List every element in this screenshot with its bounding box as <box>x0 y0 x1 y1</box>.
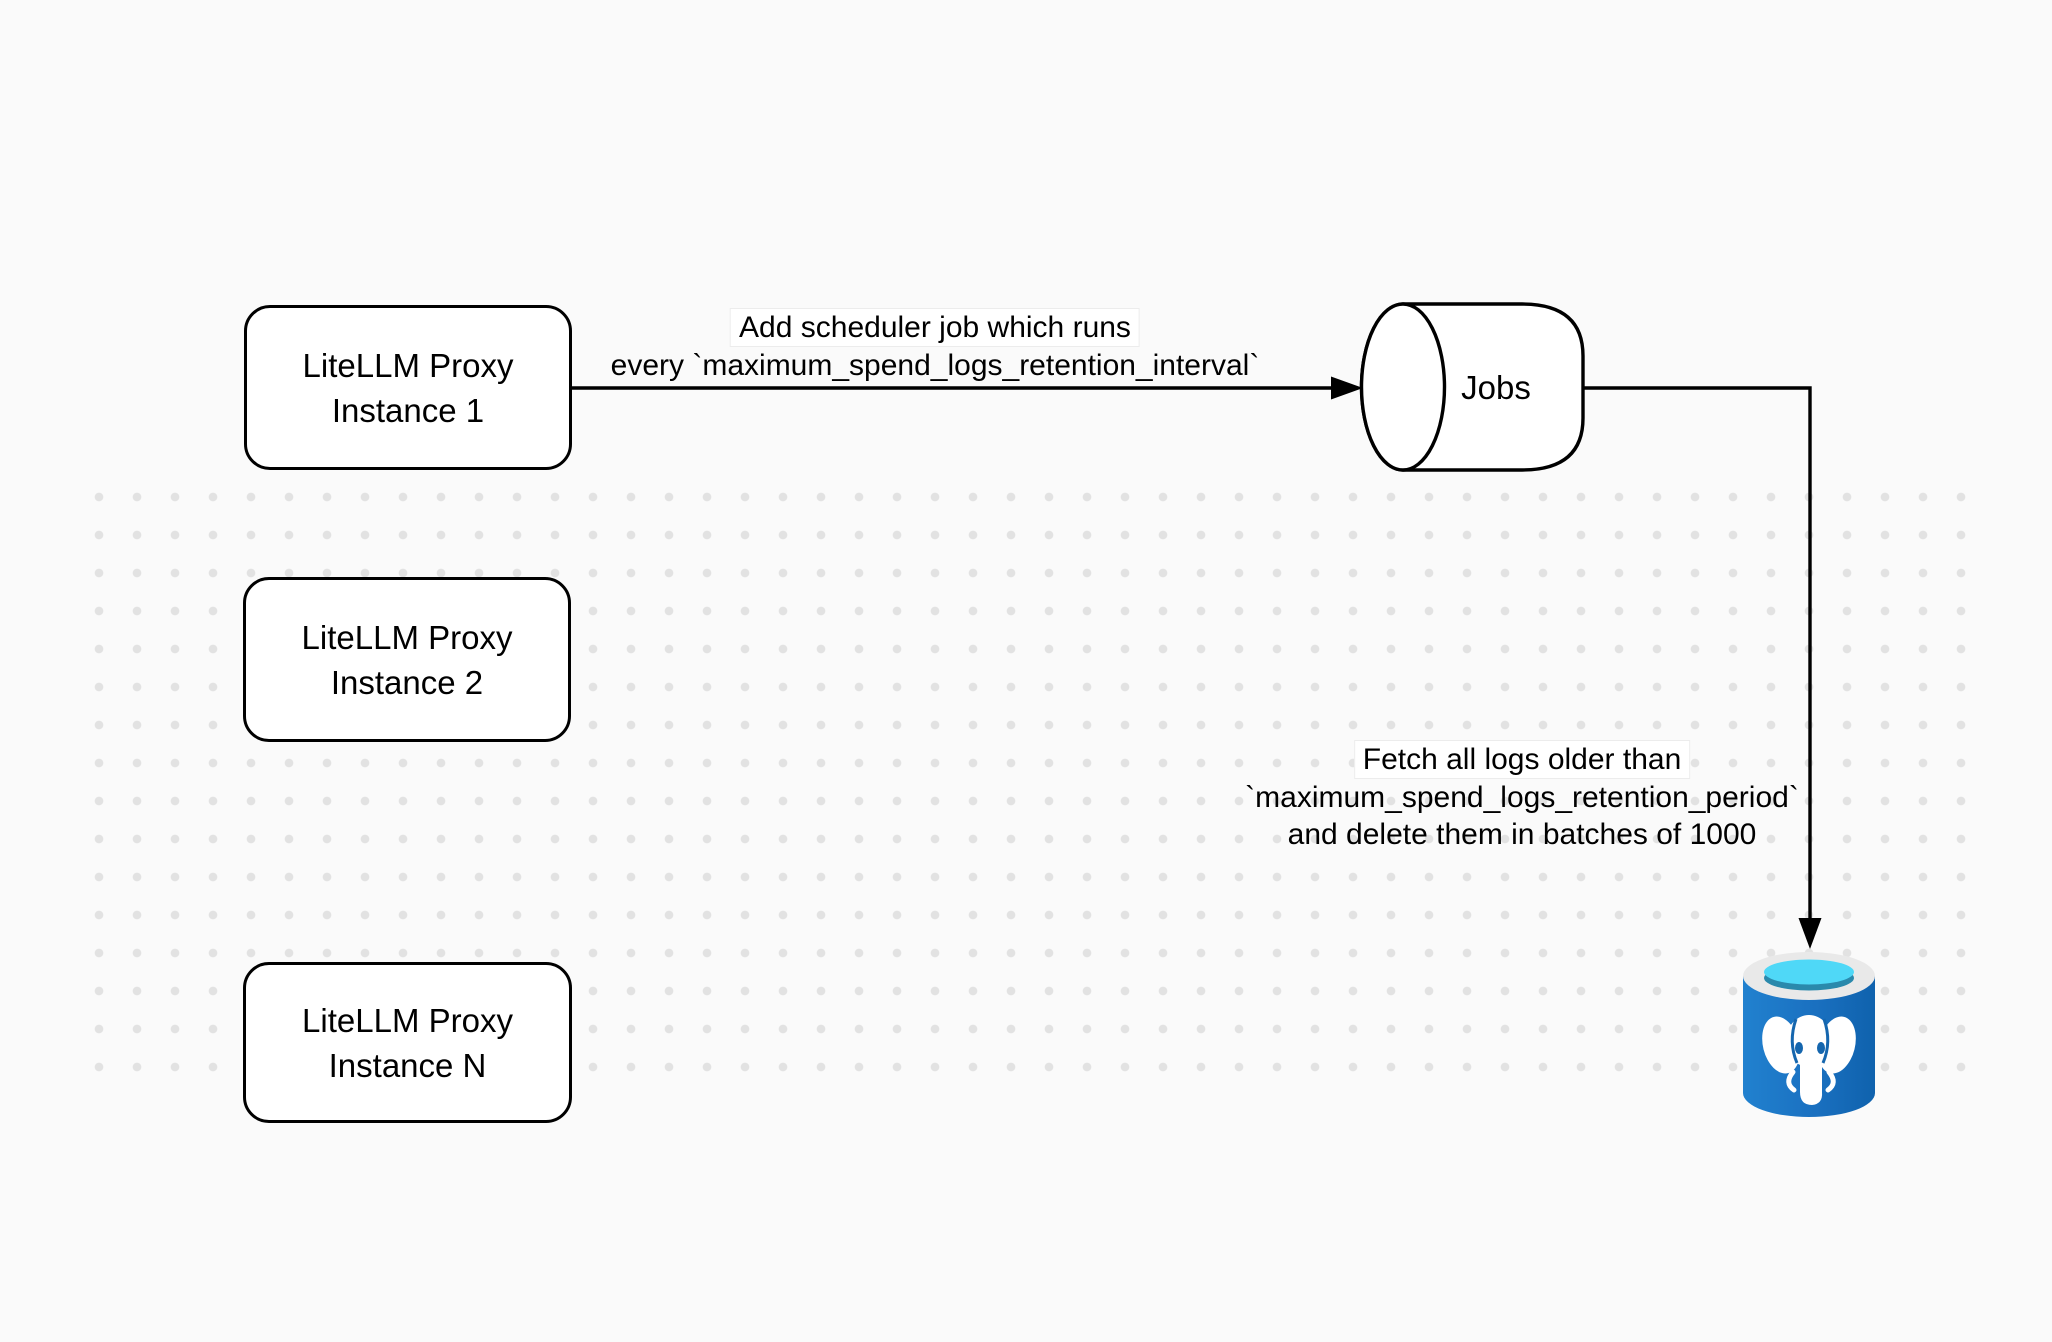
node-label-line: Instance N <box>328 1046 487 1084</box>
edge-label-line: Add scheduler job which runs <box>730 308 1140 347</box>
pg-cylinder-body <box>1743 976 1875 1117</box>
cylinder-cap <box>1359 302 1447 472</box>
node-litellm-proxy-instance-1: LiteLLM Proxy Instance 1 <box>244 305 572 470</box>
edge-label-line: `maximum_spend_logs_retention_period` <box>1245 781 1799 814</box>
pg-elephant <box>1762 1015 1856 1105</box>
postgresql-database-icon <box>1743 952 1875 1117</box>
node-label-line: Instance 1 <box>331 391 485 429</box>
pg-water-shadow <box>1764 965 1854 991</box>
edge-label-line: and delete them in batches of 1000 <box>1287 818 1757 851</box>
node-label-line: LiteLLM Proxy <box>302 346 514 384</box>
edge-label-line: Fetch all logs older than <box>1353 740 1691 779</box>
pg-water <box>1764 959 1854 985</box>
node-label-line: LiteLLM Proxy <box>302 1001 513 1039</box>
node-litellm-proxy-instance-n: LiteLLM Proxy Instance N <box>243 962 572 1123</box>
jobs-cylinder: Jobs <box>1359 302 1585 472</box>
arrowhead-down <box>1798 918 1822 949</box>
jobs-label: Jobs <box>1461 369 1531 406</box>
edge-label-fetch-delete: Fetch all logs older than `maximum_spend… <box>1245 740 1799 853</box>
pg-elephant-eye <box>1795 1042 1803 1054</box>
node-label-line: Instance 2 <box>330 663 484 701</box>
pg-elephant-eye <box>1817 1042 1825 1054</box>
pg-rim <box>1743 952 1875 1000</box>
arrow-jobs-to-postgres <box>1582 386 1822 949</box>
node-label-line: LiteLLM Proxy <box>301 618 513 656</box>
edge-label-line: every `maximum_spend_logs_retention_inte… <box>610 349 1260 382</box>
edge-label-scheduler: Add scheduler job which runs every `maxi… <box>610 308 1260 384</box>
arrowhead-right <box>1331 376 1363 400</box>
node-litellm-proxy-instance-2: LiteLLM Proxy Instance 2 <box>243 577 571 742</box>
